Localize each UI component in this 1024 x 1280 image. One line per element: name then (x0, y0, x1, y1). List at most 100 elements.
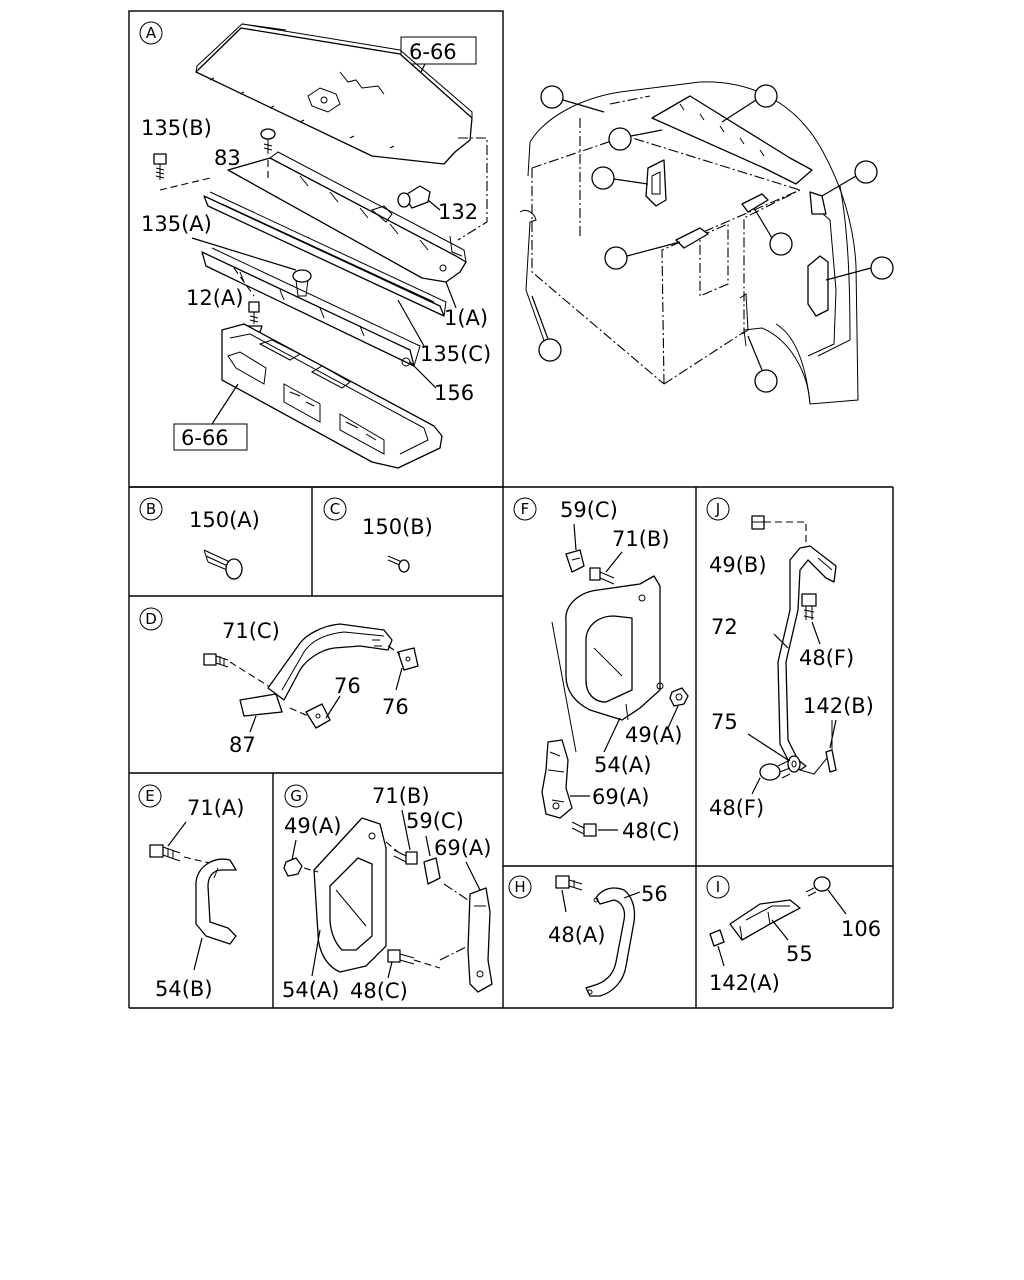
bolt-106 (805, 876, 831, 897)
leader-48f-top (811, 621, 821, 645)
screw-83 (260, 128, 276, 178)
leader-135a (191, 237, 297, 271)
bolt-71a (149, 844, 181, 862)
label-71a: 71(A) (187, 796, 244, 820)
callout-i (604, 241, 681, 270)
label-83: 83 (214, 146, 241, 170)
label-71b: 71(B) (612, 527, 670, 551)
label-87: 87 (229, 733, 256, 757)
plate-edge-line (551, 621, 577, 753)
clip-path-49b (764, 521, 807, 544)
label-76a: 76 (334, 674, 361, 698)
label-75: 75 (711, 710, 738, 734)
overview-handle-g (807, 255, 829, 317)
label-142a: 142(A) (709, 971, 780, 995)
panel-c: C 150(B) (323, 497, 433, 573)
trim-strip-135a (203, 191, 447, 317)
svg-text:I: I (716, 878, 720, 896)
label-135c: 135(C) (420, 342, 491, 366)
label-48c: 48(C) (622, 819, 680, 843)
clip-150b (387, 555, 410, 573)
bolt-48c-g (387, 949, 415, 965)
nut-142b (825, 749, 837, 773)
grip-54b (195, 858, 237, 945)
leader-55 (771, 919, 789, 941)
svg-text:J: J (715, 500, 720, 518)
panel-f: F 59(C) 71(B) 49(A) 54(A) (513, 497, 689, 843)
overview-handle-i (675, 227, 709, 249)
panel-b: B 150(A) (139, 497, 260, 580)
label-150a: 150(A) (189, 508, 260, 532)
label-142b: 142(B) (803, 694, 874, 718)
label-150b: 150(B) (362, 515, 433, 539)
nut-49a (669, 687, 689, 707)
label-59c: 59(C) (560, 498, 618, 522)
panel-a: A 6-66 (139, 21, 491, 469)
handle-plate-54a-g (313, 817, 387, 973)
leader-54b (193, 937, 203, 971)
callout-c (608, 127, 663, 151)
label-1a: 1(A) (444, 306, 488, 330)
label-49b: 49(B) (709, 553, 767, 577)
label-71b-g: 71(B) (372, 784, 430, 808)
nut-49a-g (283, 857, 303, 877)
leader-142b (829, 719, 837, 749)
bolt-48a (555, 875, 583, 891)
label-49a-g: 49(A) (284, 814, 341, 838)
washer-75 (787, 755, 801, 773)
bracket-69a (541, 739, 573, 819)
label-59c-g: 59(C) (406, 809, 464, 833)
panel-a-letter: A (139, 21, 163, 45)
svg-text:H: H (514, 878, 525, 896)
bolt-48f-top (801, 593, 817, 620)
leader-59c-g (425, 835, 431, 857)
panel-i: I 106 55 142(A) (706, 875, 881, 995)
bolt-path-71a (183, 856, 223, 867)
callout-j (531, 295, 562, 362)
label-106: 106 (841, 917, 881, 941)
top-cover-panel (195, 23, 473, 165)
bolt-48f-bottom (759, 759, 791, 781)
panel-d: D 71(C) 76 76 87 (139, 607, 419, 757)
leader-54a (603, 717, 621, 753)
callout-b (540, 85, 605, 113)
panel-h: H 48(A) 56 (508, 875, 668, 997)
cab-overview (519, 81, 894, 405)
svg-text:6-66: 6-66 (181, 426, 229, 450)
label-55: 55 (786, 942, 813, 966)
label-135a: 135(A) (141, 212, 212, 236)
clip-150a (203, 549, 243, 580)
bottom-tray (221, 323, 443, 469)
leader-54a-g (311, 929, 321, 977)
leader-48c-g (387, 961, 393, 979)
panel-e: E 71(A) 54(B) (138, 784, 244, 1001)
plate-path-76 (387, 645, 401, 655)
screw-path-line (233, 267, 255, 297)
bracket-69a-g (467, 887, 493, 993)
handle-plate-54a (565, 575, 664, 721)
label-48a: 48(A) (548, 923, 605, 947)
panel-g: G 71(B) 49(A) 59(C) 69(A) (282, 784, 493, 1003)
leader-56 (623, 891, 641, 899)
nut-142a (709, 929, 725, 947)
label-71c: 71(C) (222, 619, 280, 643)
plate-76-left (305, 703, 331, 729)
overview-handle-e (809, 191, 827, 215)
svg-text:F: F (521, 500, 530, 518)
panel-j: J 49(B) 72 48(F) 75 142(B) (706, 497, 874, 820)
label-72: 72 (711, 615, 738, 639)
label-56: 56 (641, 882, 668, 906)
panel-grid (128, 10, 894, 1009)
label-135b: 135(B) (141, 116, 212, 140)
assist-grip-87 (239, 623, 393, 717)
leader-69a-g (465, 861, 481, 891)
label-48f-bottom: 48(F) (709, 796, 764, 820)
nut-path-g (303, 867, 319, 873)
bolt-path-g (385, 841, 399, 853)
overview-handle-d (741, 193, 769, 213)
bolt-71b (589, 567, 615, 585)
clip-59c (565, 549, 585, 573)
leader-76b (395, 667, 403, 691)
bolt-71c (203, 653, 229, 668)
grip-56 (585, 887, 636, 997)
